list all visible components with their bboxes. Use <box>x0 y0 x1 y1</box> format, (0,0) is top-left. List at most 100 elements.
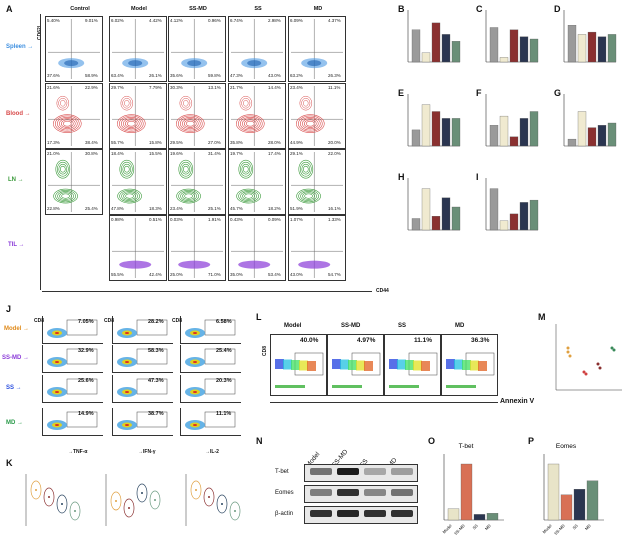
flow-plot-box <box>45 16 103 82</box>
contour-line <box>297 115 323 132</box>
l-density <box>291 360 300 370</box>
contour-line <box>59 192 72 200</box>
m-point <box>610 346 614 350</box>
j-gate <box>136 319 168 336</box>
contour-line <box>241 163 251 175</box>
flow-plot-svg <box>291 86 343 146</box>
contour-line <box>122 97 132 109</box>
quadrant-ul: 29.1% <box>290 151 303 156</box>
l-color-scale <box>389 385 419 388</box>
flow-plot-svg <box>112 19 164 79</box>
quadrant-ul: 0.03% <box>170 217 183 222</box>
quadrant-ur: 1.91% <box>208 217 221 222</box>
blot-band <box>337 468 359 475</box>
western-bands <box>310 468 413 517</box>
bar <box>577 111 587 147</box>
l-plot-svg <box>389 352 438 388</box>
contour-line <box>53 188 78 204</box>
op-bar <box>547 463 560 521</box>
quadrant-ll: 51.9% <box>290 206 303 211</box>
k-point <box>208 496 210 498</box>
quadrant-ul: 21.0% <box>47 151 60 156</box>
panel-letter-k: K <box>6 458 13 468</box>
k-violin <box>203 487 215 507</box>
cell-population <box>238 260 271 269</box>
quadrant-lr: 42.4% <box>149 272 162 277</box>
quadrant-lr: 71.0% <box>208 272 221 277</box>
bar <box>411 218 421 231</box>
blot-strip-eomes <box>304 485 418 503</box>
flow-plot-box <box>288 149 346 215</box>
bar <box>587 31 597 63</box>
l-column-header: SS-MD <box>341 323 361 329</box>
bar <box>519 36 529 63</box>
panel-letter-a: A <box>6 4 13 14</box>
quadrant-ur: 4.42% <box>149 18 162 23</box>
j-percentage: 58.3% <box>148 348 164 354</box>
bar <box>607 34 617 63</box>
j-y-axis-label: CD8 <box>34 318 45 324</box>
row-label-spleen: Spleen → <box>6 44 34 50</box>
k-point <box>221 503 223 505</box>
quadrant-ll: 45.7% <box>230 206 243 211</box>
bar <box>441 197 451 231</box>
quadrant-ur: 9.01% <box>85 18 98 23</box>
quadrant-lr: 25.1% <box>208 206 221 211</box>
j-gate <box>136 378 168 395</box>
k-point <box>128 507 130 509</box>
l-column-header: SS <box>398 323 407 329</box>
bar <box>489 125 499 147</box>
k-point <box>195 489 197 491</box>
panel-letter-f: F <box>476 88 482 98</box>
quadrant-ul: 6.02% <box>111 18 124 23</box>
m-point <box>582 370 586 374</box>
band-label-beta-actin: β-actin <box>275 511 294 517</box>
bar <box>499 115 509 147</box>
quadrant-ur: 22.9% <box>85 85 98 90</box>
blot-band <box>391 510 413 517</box>
quadrant-lr: 43.0% <box>268 73 281 78</box>
contour-line <box>122 118 140 130</box>
k-violin <box>123 498 135 518</box>
k-point <box>115 500 117 502</box>
contour-line <box>181 97 191 109</box>
l-density <box>307 361 316 371</box>
quadrant-lr: 26.3% <box>328 73 341 78</box>
quadrant-ur: 1.33% <box>328 217 341 222</box>
bar <box>509 136 519 147</box>
quadrant-lr: 16.1% <box>328 206 341 211</box>
j-plot-svg <box>117 319 168 338</box>
op-tick-label: SS <box>471 523 479 531</box>
quadrant-ur: 4.37% <box>328 18 341 23</box>
panel-letter-g: G <box>554 88 562 98</box>
contour-line <box>305 120 315 127</box>
quadrant-ll: 47.3% <box>230 73 243 78</box>
flow-plot-box <box>109 16 167 82</box>
j-population-peak <box>193 391 197 393</box>
quadrant-ur: 15.5% <box>149 151 162 156</box>
op-tick-label: SS-MD <box>453 523 466 536</box>
cell-population <box>119 260 152 269</box>
contour-line <box>239 95 253 111</box>
bar <box>567 138 577 147</box>
k-point <box>35 489 37 491</box>
flow-plot-box <box>228 149 286 215</box>
quadrant-ur: 0.09% <box>268 217 281 222</box>
contour-line <box>181 163 191 175</box>
contour-line <box>60 99 66 107</box>
flow-plot-svg <box>112 86 164 146</box>
l-density <box>462 360 471 370</box>
j-percentage: 47.3% <box>148 378 164 384</box>
flow-plot-svg <box>291 218 343 278</box>
quadrant-lr: 18.2% <box>268 206 281 211</box>
contour-line <box>61 193 70 199</box>
l-density <box>478 361 487 371</box>
contour-line <box>304 193 313 199</box>
bar <box>489 27 499 63</box>
bar <box>431 216 441 231</box>
j-population-peak <box>125 361 129 363</box>
contour-line <box>298 159 314 179</box>
contour-line <box>240 191 257 201</box>
contour-line <box>121 191 138 201</box>
